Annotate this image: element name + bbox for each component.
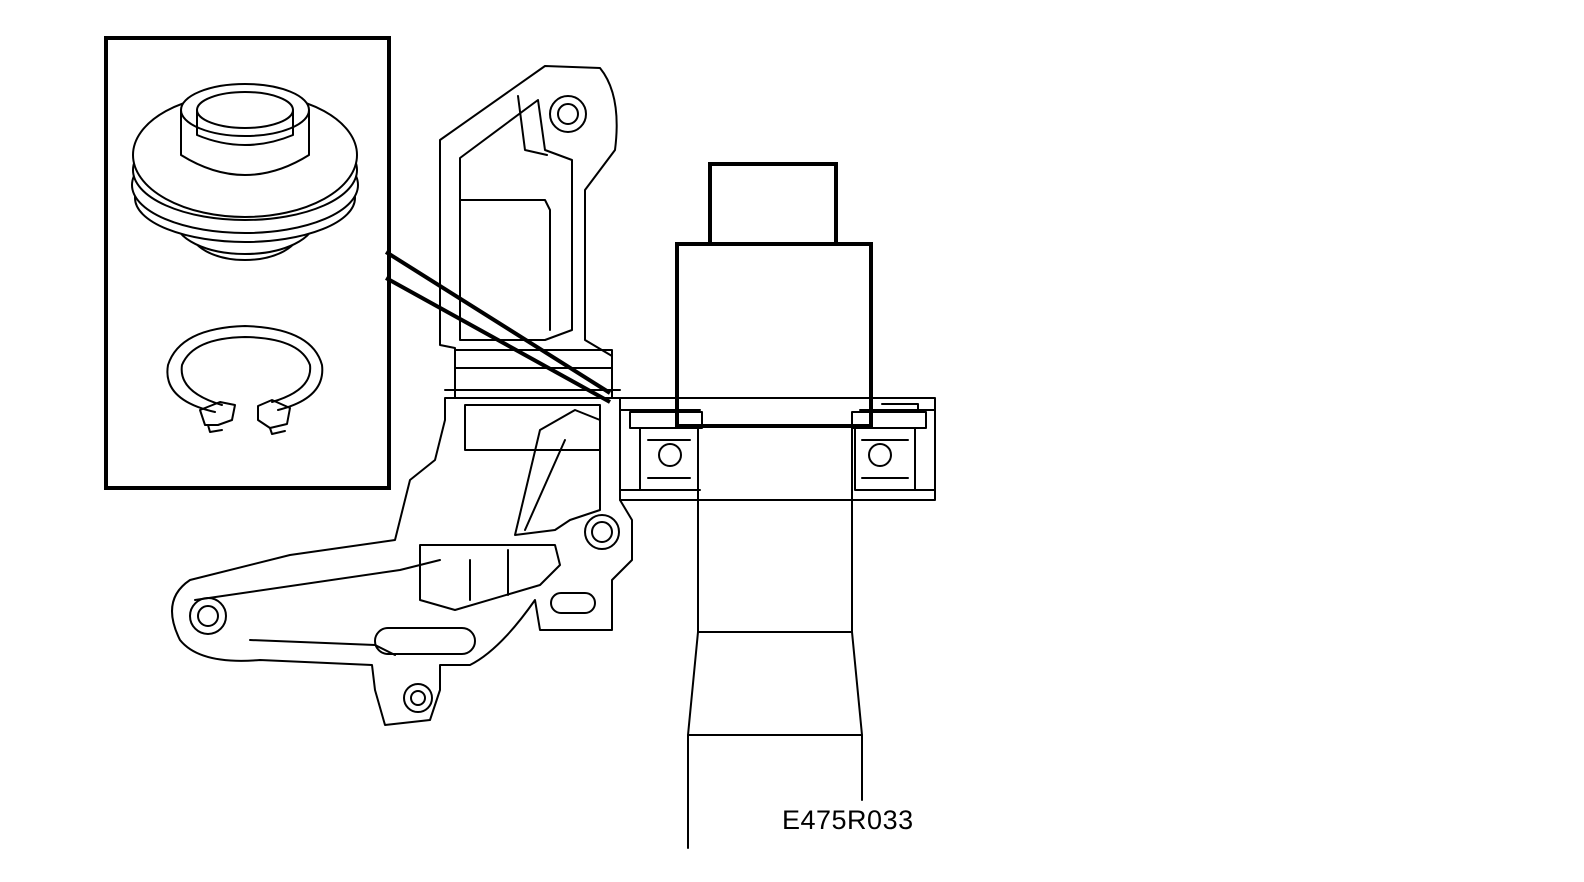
tie-rod-hole (189, 597, 227, 635)
installer-tool-handle (708, 162, 838, 246)
detail-inset-frame (104, 36, 391, 490)
detail-callout (104, 36, 612, 490)
installer-tool (675, 162, 873, 428)
knuckle-upper-arm (439, 65, 618, 399)
circlip-ring (166, 325, 324, 435)
bearing-ball-right (868, 443, 892, 467)
bearing-seal-part (131, 83, 359, 261)
knuckle-body (171, 397, 633, 726)
steering-knuckle (171, 65, 936, 726)
installer-tool-body (675, 242, 873, 428)
bearing-housing (619, 397, 936, 501)
figure-code-label: E475R033 (782, 805, 914, 835)
knuckle-upper-arm-inner (459, 99, 573, 341)
caliper-mount-hole (584, 514, 620, 550)
bearing-ball-left (658, 443, 682, 467)
wheel-hub (687, 427, 863, 849)
wheel-bearing (629, 403, 927, 491)
upper-mount-hole (549, 95, 587, 133)
lower-ball-joint-hole (403, 683, 433, 713)
